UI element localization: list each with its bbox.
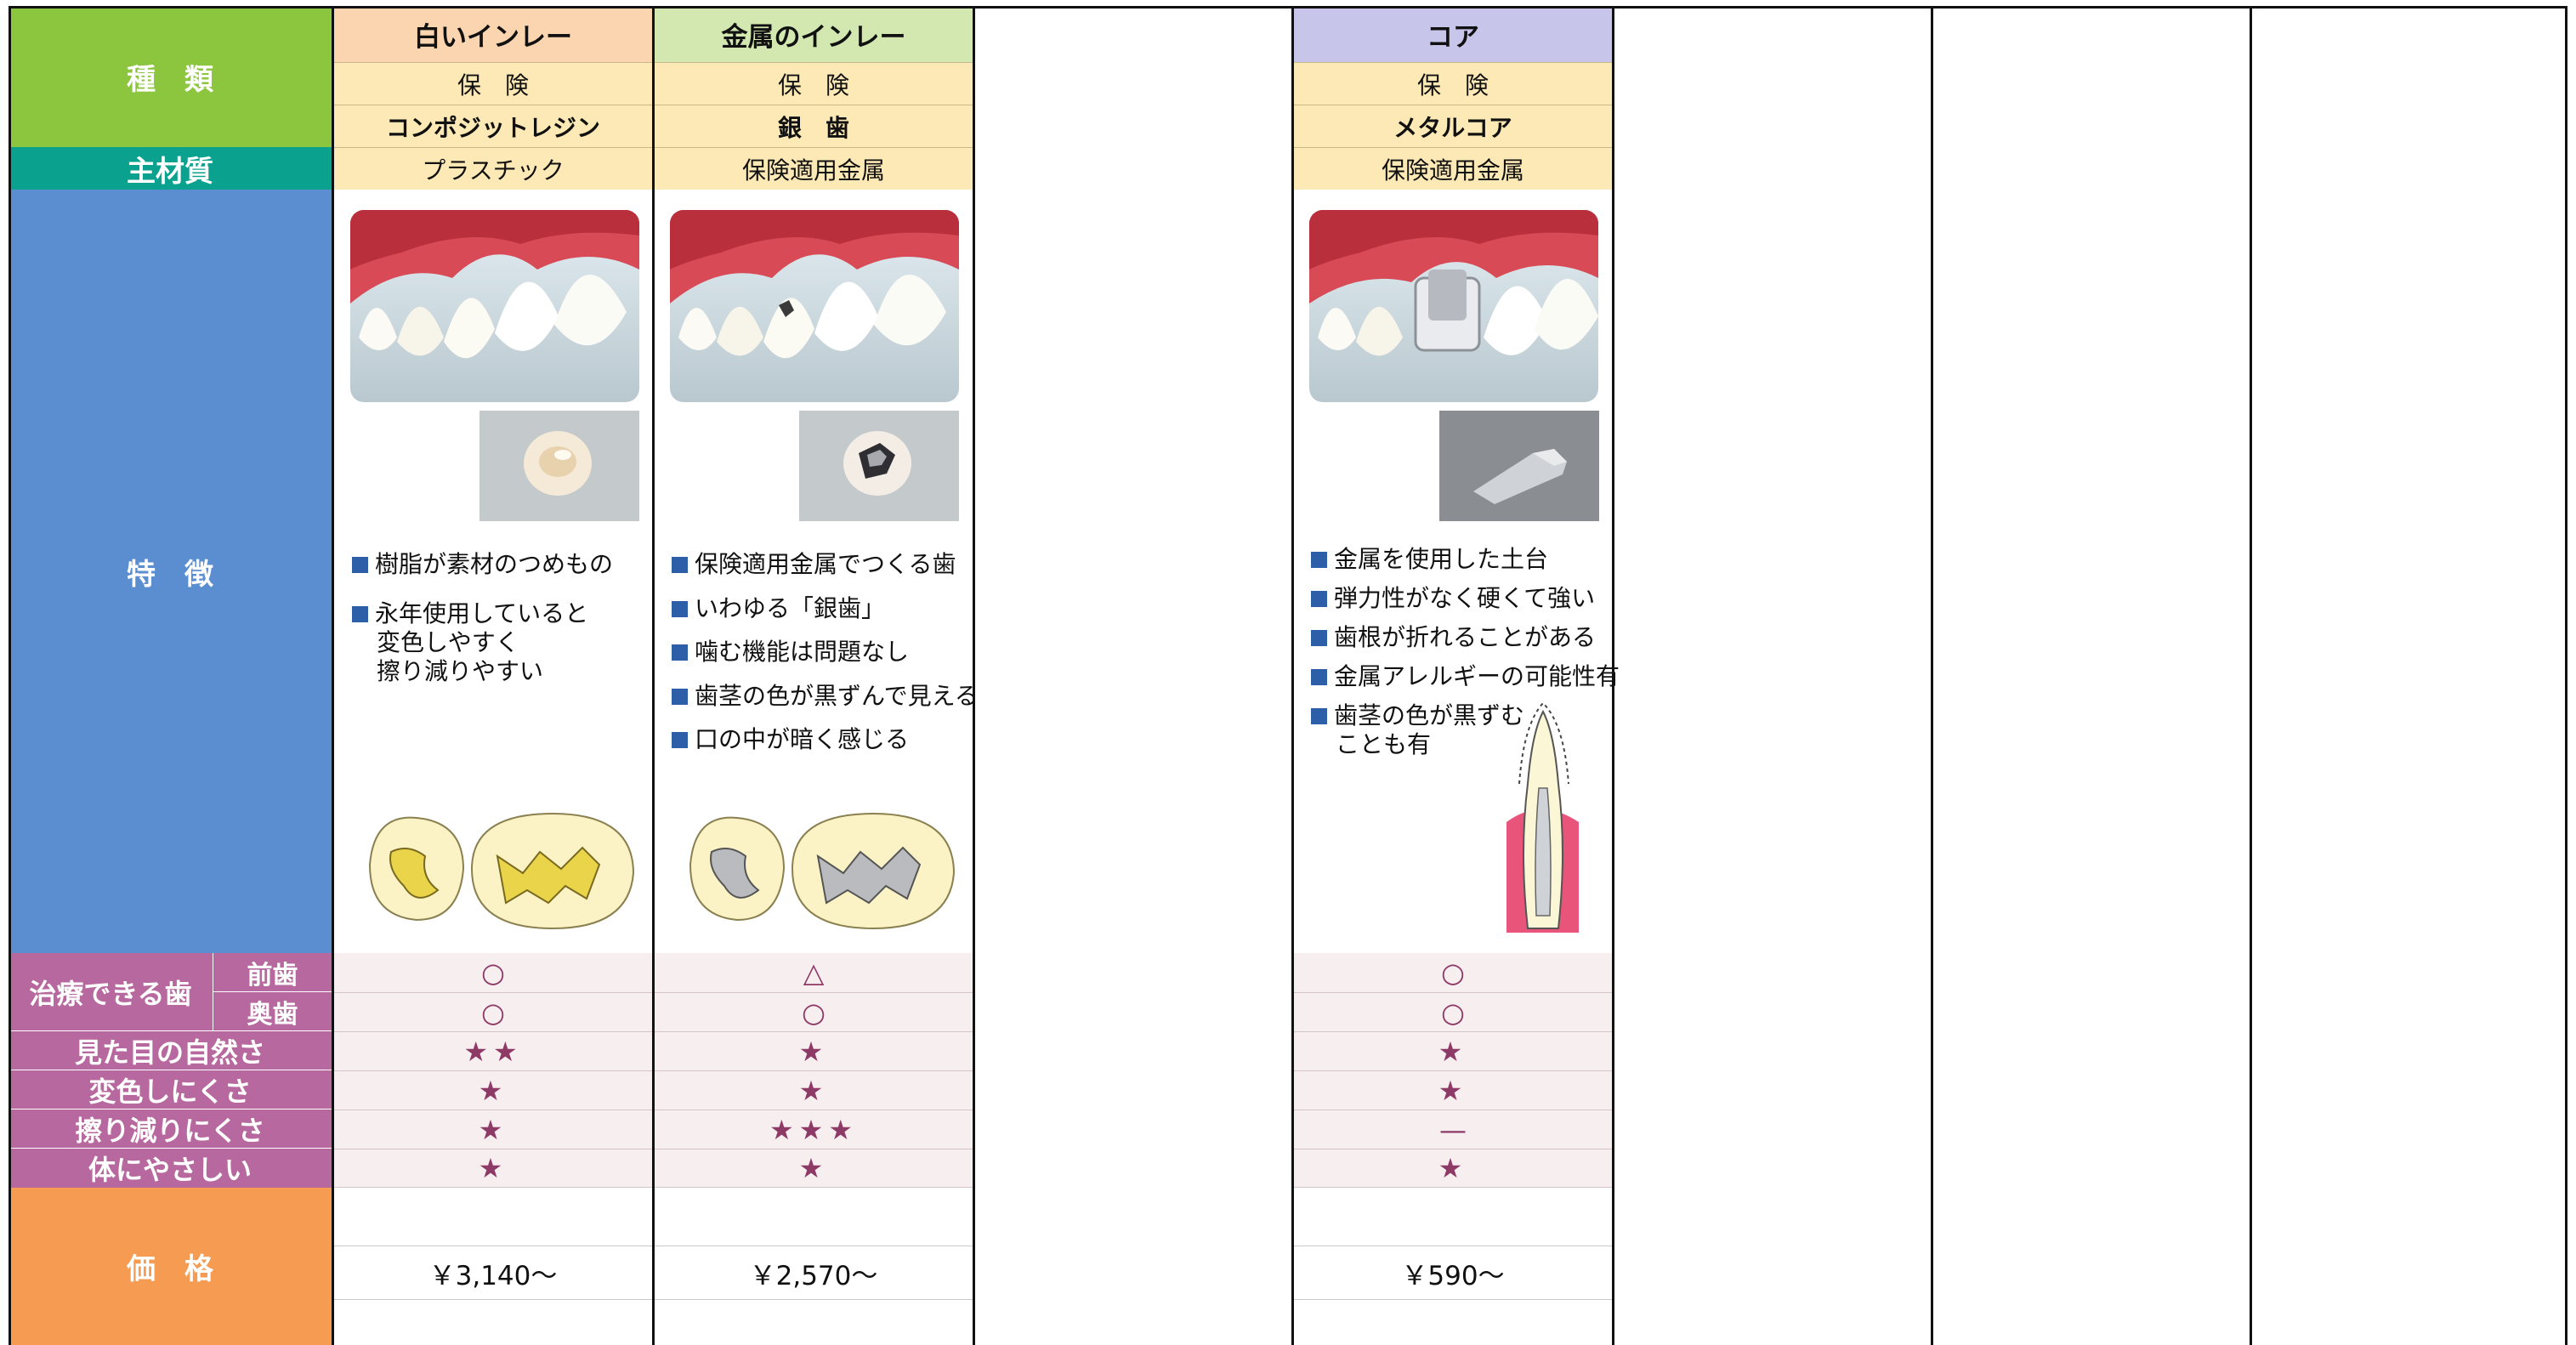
col3-feature-1: 金属を使用した土台	[1311, 545, 1548, 574]
col3-tooth-photo	[1309, 210, 1598, 402]
col1-inlay-photo	[479, 411, 639, 521]
col3-title: コア	[1294, 6, 1612, 62]
col3-wear: —	[1294, 1109, 1612, 1149]
col3-feature-2: 弾力性がなく硬くて強い	[1311, 584, 1595, 613]
bullet-icon	[672, 557, 688, 573]
discolor-label: 変色しにくさ	[9, 1070, 332, 1109]
col2-price: ￥2,570〜	[655, 1246, 973, 1300]
material-label: 主材質	[9, 147, 332, 190]
column-divider	[1612, 6, 1614, 1345]
column-divider	[9, 6, 11, 1345]
col2-wear: ★★★	[655, 1109, 973, 1149]
column-divider	[1291, 6, 1294, 1345]
col2-feature-4: 歯茎の色が黒ずんで見える	[672, 682, 979, 711]
col2-tooth-diagram	[682, 805, 962, 933]
comparison-table: 種 類 主材質 特 徴 治療できる歯 前歯 奥歯 見た目の自然さ 変色しにくさ …	[9, 6, 2567, 1345]
col2-name: 銀 歯	[655, 105, 973, 147]
col3-core-photo	[1439, 411, 1599, 521]
col2-material: 保険適用金属	[655, 147, 973, 190]
column-divider	[1931, 6, 1933, 1345]
bullet-icon	[1311, 591, 1327, 607]
col2-feature-2: いわゆる「銀歯」	[672, 594, 885, 623]
bullet-icon	[672, 689, 688, 705]
col2-back: ○	[655, 992, 973, 1031]
kind-label: 種 類	[9, 6, 332, 147]
col1-tooth-diagram	[361, 805, 642, 933]
top-border	[9, 6, 2567, 9]
col2-front: △	[655, 953, 973, 992]
col2-tooth-photo	[670, 210, 959, 402]
col1-name: コンポジットレジン	[334, 105, 652, 147]
column-divider	[2565, 6, 2567, 1345]
bullet-icon	[1311, 708, 1327, 724]
bullet-icon	[1311, 552, 1327, 568]
column-divider	[973, 6, 975, 1345]
price-label: 価 格	[9, 1188, 332, 1345]
col1-feature-2: 永年使用していると 変色しやすく 擦り減りやすい	[352, 599, 588, 686]
natural-look-label: 見た目の自然さ	[9, 1031, 332, 1070]
back-tooth-label: 奥歯	[213, 992, 332, 1031]
bullet-icon	[672, 601, 688, 617]
col3-tooth-cross-section	[1489, 701, 1596, 933]
features-label: 特 徴	[9, 190, 332, 953]
bullet-icon	[352, 606, 368, 622]
col1-price: ￥3,140〜	[334, 1246, 652, 1300]
column-divider	[2250, 6, 2252, 1345]
col3-body: ★	[1294, 1149, 1612, 1188]
bullet-icon	[672, 644, 688, 661]
column-divider	[332, 6, 334, 1345]
col2-feature-5: 口の中が暗く感じる	[672, 725, 909, 754]
col1-back: ○	[334, 992, 652, 1031]
col1-feature-1: 樹脂が素材のつめもの	[352, 550, 613, 579]
col1-front: ○	[334, 953, 652, 992]
col3-price: ￥590〜	[1294, 1246, 1612, 1300]
bullet-icon	[352, 557, 368, 573]
bullet-icon	[672, 732, 688, 748]
col2-insurance: 保 険	[655, 62, 973, 105]
col2-body: ★	[655, 1149, 973, 1188]
col1-natural: ★★	[334, 1031, 652, 1070]
col1-tooth-photo	[350, 210, 639, 402]
col1-body: ★	[334, 1149, 652, 1188]
col3-front: ○	[1294, 953, 1612, 992]
col3-feature-3: 歯根が折れることがある	[1311, 623, 1596, 652]
bullet-icon	[1311, 669, 1327, 685]
col3-discolor: ★	[1294, 1070, 1612, 1109]
col3-material: 保険適用金属	[1294, 147, 1612, 190]
col1-insurance: 保 険	[334, 62, 652, 105]
bullet-icon	[1311, 630, 1327, 646]
col3-natural: ★	[1294, 1031, 1612, 1070]
col3-insurance: 保 険	[1294, 62, 1612, 105]
col2-natural: ★	[655, 1031, 973, 1070]
col1-title: 白いインレー	[334, 6, 652, 62]
col1-wear: ★	[334, 1109, 652, 1149]
col1-material: プラスチック	[334, 147, 652, 190]
col3-feature-5: 歯茎の色が黒ずむ ことも有	[1311, 701, 1524, 759]
col2-discolor: ★	[655, 1070, 973, 1109]
body-friendly-label: 体にやさしい	[9, 1149, 332, 1188]
col2-feature-1: 保険適用金属でつくる歯	[672, 550, 956, 579]
col2-feature-3: 噛む機能は問題なし	[672, 638, 909, 667]
col3-back: ○	[1294, 992, 1612, 1031]
col2-title: 金属のインレー	[655, 6, 973, 62]
col2-inlay-photo	[799, 411, 959, 521]
col1-discolor: ★	[334, 1070, 652, 1109]
front-tooth-label: 前歯	[213, 953, 332, 992]
treatable-label: 治療できる歯	[9, 953, 213, 1031]
col3-feature-4: 金属アレルギーの可能性有	[1311, 662, 1620, 691]
column-divider	[652, 6, 655, 1345]
wear-label: 擦り減りにくさ	[9, 1109, 332, 1149]
col3-name: メタルコア	[1294, 105, 1612, 147]
